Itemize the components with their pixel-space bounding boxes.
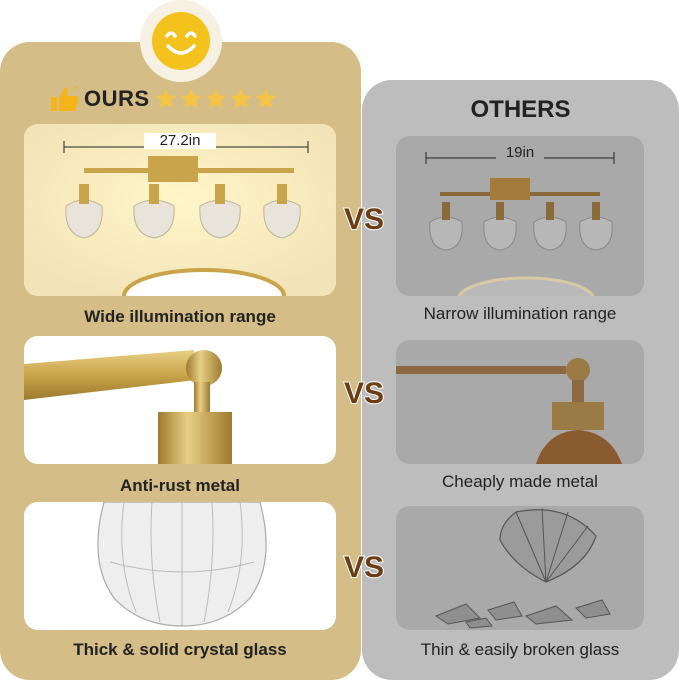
others-metal-card (396, 340, 644, 464)
smiley-face-icon (152, 12, 210, 70)
ours-glass-image (24, 502, 336, 630)
star-icon (230, 88, 251, 108)
ours-glass-card (24, 502, 336, 630)
thumbs-up-icon (51, 86, 79, 111)
smiley-badge (140, 0, 222, 82)
ours-caption-3: Thick & solid crystal glass (73, 640, 287, 659)
ours-caption-2: Anti-rust metal (120, 476, 240, 495)
ours-label: OURS (84, 86, 150, 111)
others-fixture-card: 19in (396, 136, 644, 296)
others-label: OTHERS (470, 96, 571, 123)
vs-badge-icon: VS (343, 550, 385, 585)
svg-text:VS: VS (344, 551, 384, 584)
others-glass-card (396, 506, 644, 630)
others-dimension-label: 19in (506, 144, 534, 161)
ours-fixture-card: 27.2in (24, 124, 336, 296)
star-icon (205, 88, 226, 108)
vs-badge-icon: VS (343, 202, 385, 237)
rating-stars (154, 87, 278, 111)
ours-metal-card (24, 336, 336, 464)
ours-caption-1: Wide illumination range (84, 307, 276, 326)
ours-metal-image (24, 336, 336, 464)
ours-fixture-image: 27.2in (24, 124, 336, 296)
star-icon (155, 88, 176, 108)
others-glass-image (396, 506, 644, 630)
svg-text:VS: VS (344, 377, 384, 410)
others-caption-2: Cheaply made metal (442, 472, 598, 491)
star-icon (180, 88, 201, 108)
vs-badge-icon: VS (343, 376, 385, 411)
svg-text:VS: VS (344, 203, 384, 236)
ours-header: OURS (50, 86, 278, 112)
ours-dimension-label: 27.2in (160, 132, 201, 149)
others-fixture-image: 19in (396, 136, 644, 296)
others-caption-3: Thin & easily broken glass (420, 640, 620, 659)
others-metal-image (396, 340, 644, 464)
star-icon (255, 88, 276, 108)
others-caption-1: Narrow illumination range (423, 304, 617, 323)
